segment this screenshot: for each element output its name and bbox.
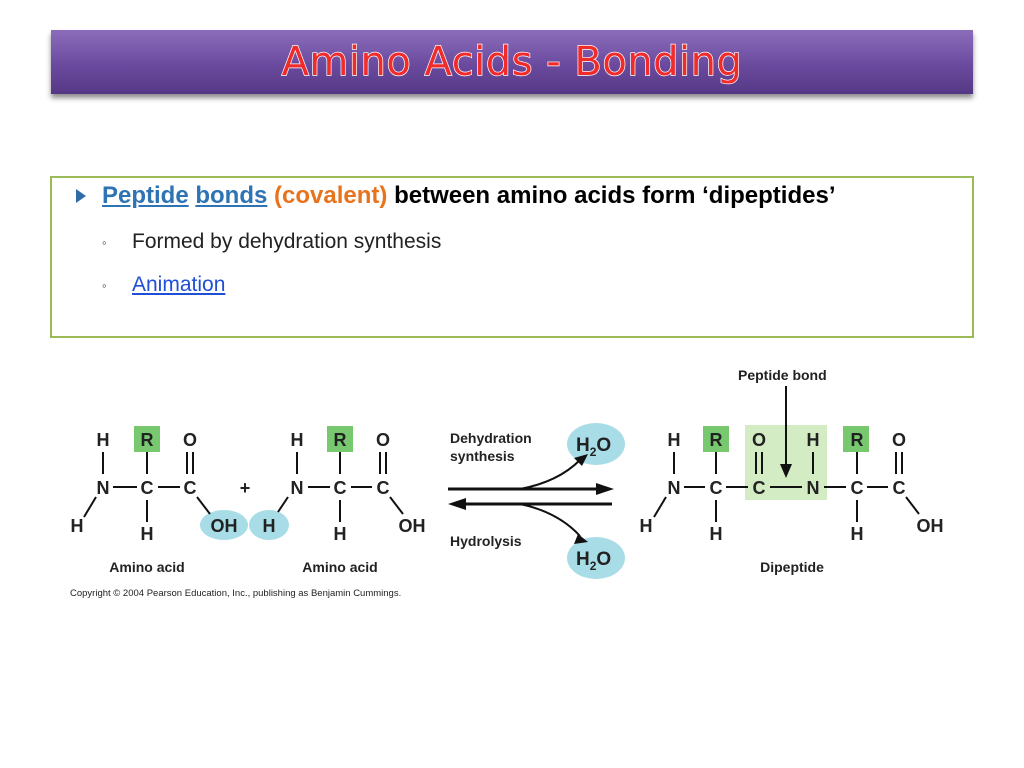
title-banner: Amino Acids - Bonding (51, 30, 973, 94)
covalent-text: (covalent) (274, 182, 388, 209)
atom-h: H (141, 524, 154, 544)
svg-text:H2O: H2O (576, 549, 611, 573)
atom-r: R (710, 430, 723, 450)
atom-n: N (668, 478, 681, 498)
atom-h: H (710, 524, 723, 544)
atom-h: H (97, 430, 110, 450)
atom-h: H (291, 430, 304, 450)
svg-text:H2O: H2O (576, 435, 611, 459)
sub-bullet-text: Formed by dehydration synthesis (132, 230, 442, 253)
atom-n: N (97, 478, 110, 498)
water-top: H2O (576, 435, 611, 459)
amino-acid-label: Amino acid (109, 559, 184, 575)
r-group-box (134, 426, 160, 452)
water-bottom: H2O (576, 549, 611, 573)
atom-c: C (710, 478, 723, 498)
atom-r: R (141, 430, 154, 450)
h-highlight (249, 510, 289, 540)
atom-c: C (893, 478, 906, 498)
bullet-rest-text: between amino acids form ‘dipeptides’ (394, 182, 836, 209)
atom-labels: H R O N C C H H OH H H R O N C C H OH H … (71, 430, 944, 544)
peptide-bond-label: Peptide bond (738, 367, 827, 383)
plus-sign: + (240, 478, 251, 498)
atom-c: C (334, 478, 347, 498)
atom-c: C (141, 478, 154, 498)
peptide-link[interactable]: Peptide (102, 182, 189, 209)
animation-link[interactable]: Animation (132, 273, 226, 296)
atom-o: O (892, 430, 906, 450)
main-bullet: Peptide bonds (covalent) between amino a… (76, 182, 835, 210)
atom-h: H (640, 516, 653, 536)
atom-oh: OH (399, 516, 426, 536)
sub-bullet-dehydration: ◦ Formed by dehydration synthesis (102, 230, 441, 254)
bonds (83, 386, 920, 537)
atom-o: O (183, 430, 197, 450)
r-group-box (327, 426, 353, 452)
water-oval-bottom (567, 537, 625, 579)
atom-o: O (376, 430, 390, 450)
atom-r: R (851, 430, 864, 450)
atom-oh: OH (917, 516, 944, 536)
atom-c: C (184, 478, 197, 498)
atom-r: R (334, 430, 347, 450)
synthesis-label: synthesis (450, 448, 515, 464)
figure-labels: Peptide bond Dehydration synthesis Hydro… (109, 367, 826, 575)
atom-h: H (807, 430, 820, 450)
triangle-bullet-icon (76, 189, 86, 203)
amino-acid-label: Amino acid (302, 559, 377, 575)
atom-c: C (377, 478, 390, 498)
atom-oh: OH (211, 516, 238, 536)
atom-h: H (263, 516, 276, 536)
sub-bullet-animation: ◦ Animation (102, 273, 225, 297)
copyright-text: Copyright © 2004 Pearson Education, Inc.… (70, 588, 401, 599)
slide-title: Amino Acids - Bonding (281, 38, 743, 85)
atom-h: H (851, 524, 864, 544)
r-group-box (703, 426, 729, 452)
peptide-bond-diagram: H R O N C C H H OH H H R O N C C H OH H … (70, 367, 944, 599)
bonds-link[interactable]: bonds (195, 182, 268, 209)
atom-o: O (752, 430, 766, 450)
atom-n: N (807, 478, 820, 498)
dehydration-label: Dehydration (450, 430, 532, 446)
atom-h: H (668, 430, 681, 450)
hydrolysis-label: Hydrolysis (450, 533, 522, 549)
oh-highlight (200, 510, 248, 540)
atom-h: H (334, 524, 347, 544)
circle-bullet-icon: ◦ (102, 234, 107, 250)
arrowheads (448, 454, 792, 544)
content-box: Peptide bonds (covalent) between amino a… (50, 176, 974, 338)
dipeptide-label: Dipeptide (760, 559, 824, 575)
circle-bullet-icon: ◦ (102, 277, 107, 293)
atom-c: C (753, 478, 766, 498)
water-oval-top (567, 423, 625, 465)
r-group-box (843, 426, 869, 452)
atom-c: C (851, 478, 864, 498)
atom-h: H (71, 516, 84, 536)
atom-n: N (291, 478, 304, 498)
